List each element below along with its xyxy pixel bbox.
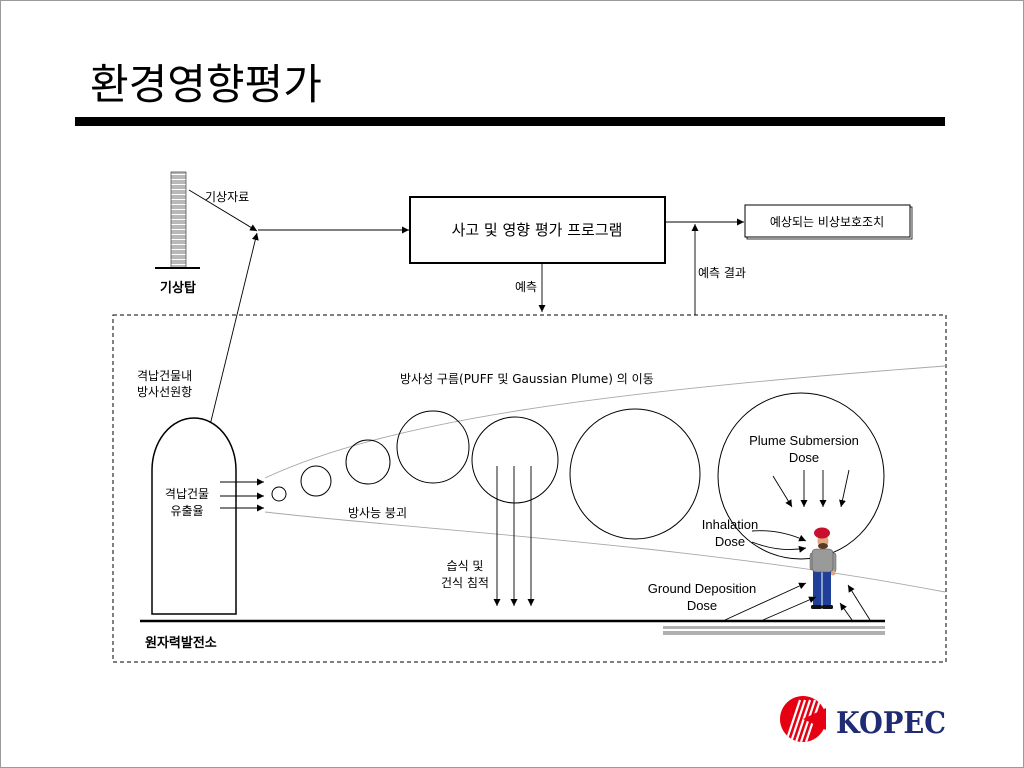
release-rate-label-line2: 유출율 xyxy=(170,504,203,518)
page-title: 환경영향평가 xyxy=(90,60,322,109)
plume-label: 방사성 구름(PUFF 및 Gaussian Plume) 의 이동 xyxy=(400,372,654,386)
kopec-logo-text: KOPEC xyxy=(836,706,946,741)
ground-dose-arrow xyxy=(724,582,807,621)
containment-building xyxy=(151,417,237,615)
met-tower-icon xyxy=(155,171,200,269)
submersion-arrow xyxy=(839,469,850,508)
source-term-label-line2: 방사선원항 xyxy=(137,385,192,399)
met-data-label: 기상자료 xyxy=(205,190,249,204)
deposition-layer xyxy=(663,626,885,629)
title-underline xyxy=(75,117,945,126)
ground-dose-arrow xyxy=(847,584,871,621)
ground-dose-label-line1: Ground Deposition xyxy=(648,581,756,596)
plume-puff xyxy=(300,465,332,497)
program-box-label: 사고 및 영향 평가 프로그램 xyxy=(452,221,623,239)
release-rate-label-line1: 격납건물 xyxy=(165,487,209,501)
plume-puff xyxy=(345,439,391,485)
deposition-label-line2: 건식 침적 xyxy=(441,576,489,590)
ground-dose-arrow xyxy=(839,602,853,621)
actions-box xyxy=(744,204,911,238)
ground-dose-arrow xyxy=(762,596,817,621)
actions-box-label: 예상되는 비상보호조치 xyxy=(770,215,884,229)
inhalation-arrow xyxy=(751,530,807,542)
predict-label: 예측 xyxy=(515,280,537,294)
plume-puff xyxy=(271,486,287,502)
plume-envelope-lower xyxy=(264,511,946,593)
environment-boundary xyxy=(112,314,947,663)
plume-puff-large xyxy=(717,392,885,560)
decay-label: 방사능 붕괴 xyxy=(348,506,407,520)
inhalation-arrow xyxy=(751,541,807,553)
program-box xyxy=(409,196,666,264)
submersion-dose-label-line2: Dose xyxy=(789,450,819,465)
submersion-arrow xyxy=(772,475,793,508)
source-term-label-line1: 격납건물내 xyxy=(137,369,192,383)
plume-envelope-upper xyxy=(264,365,946,479)
plume-puff xyxy=(569,408,701,540)
deposition-layer xyxy=(663,631,885,635)
plume-puff xyxy=(396,410,470,484)
plume-puff xyxy=(471,416,559,504)
submersion-dose-label-line1: Plume Submersion xyxy=(749,433,859,448)
met-data-arrow xyxy=(188,189,258,232)
plant-label: 원자력발전소 xyxy=(145,635,217,650)
result-label: 예측 결과 xyxy=(698,266,746,280)
ground-dose-label-line2: Dose xyxy=(687,598,717,613)
kopec-emblem-icon xyxy=(780,696,826,742)
deposition-label-line1: 습식 및 xyxy=(447,559,484,573)
inhalation-dose-label-line1: Inhalation xyxy=(702,517,758,532)
person-icon xyxy=(809,527,837,609)
inhalation-dose-label-line2: Dose xyxy=(715,534,745,549)
met-tower-label: 기상탑 xyxy=(160,280,196,295)
